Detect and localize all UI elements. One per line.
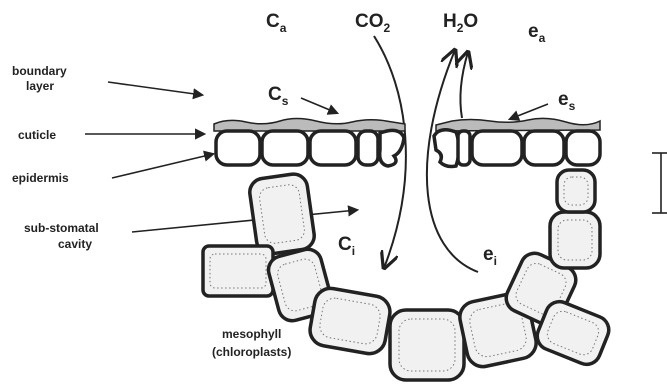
mesophyll-cell [203, 246, 273, 296]
ca-symbol: Ca [266, 11, 287, 35]
epidermis-left [216, 130, 404, 166]
es-symbol: es [558, 89, 576, 113]
guard-cell-left [380, 130, 404, 166]
mesophyll-label-line1: mesophyll [222, 327, 281, 341]
mesophyll-cell [557, 170, 595, 212]
scale-bar [652, 153, 667, 213]
mesophyll-label-line2: (chloroplasts) [212, 345, 291, 359]
h2o-symbol: H2O [443, 11, 478, 35]
mesophyll-cell [550, 212, 600, 268]
cs-pointer [301, 98, 337, 113]
epidermis-pointer [112, 154, 213, 178]
ei-symbol: ei [483, 244, 497, 268]
guard-cell-right [434, 130, 459, 167]
boundary-layer-label-line2: layer [26, 79, 54, 93]
epidermis-label: epidermis [12, 171, 69, 185]
es-pointer [510, 104, 548, 119]
mesophyll-cell [390, 310, 464, 380]
epidermis-right [434, 130, 600, 167]
cuticle-label: cuticle [18, 128, 56, 142]
cuticle-right [436, 118, 600, 131]
sub-stomatal-label-line1: sub-stomatal [24, 221, 99, 235]
ci-symbol: Ci [338, 234, 355, 258]
sub-stomatal-label-line2: cavity [58, 237, 92, 251]
boundary-layer-pointer [108, 82, 202, 95]
cs-symbol: Cs [268, 84, 289, 108]
co2-symbol: CO2 [355, 11, 391, 35]
mesophyll-cell [308, 286, 393, 356]
cuticle-left [214, 119, 405, 132]
h2o-diffusion-arrow-short [460, 52, 468, 118]
ea-symbol: ea [528, 21, 546, 45]
boundary-layer-label-line1: boundary [12, 64, 67, 78]
mesophyll-cell [248, 172, 316, 255]
sub-stomatal-pointer [132, 210, 357, 232]
